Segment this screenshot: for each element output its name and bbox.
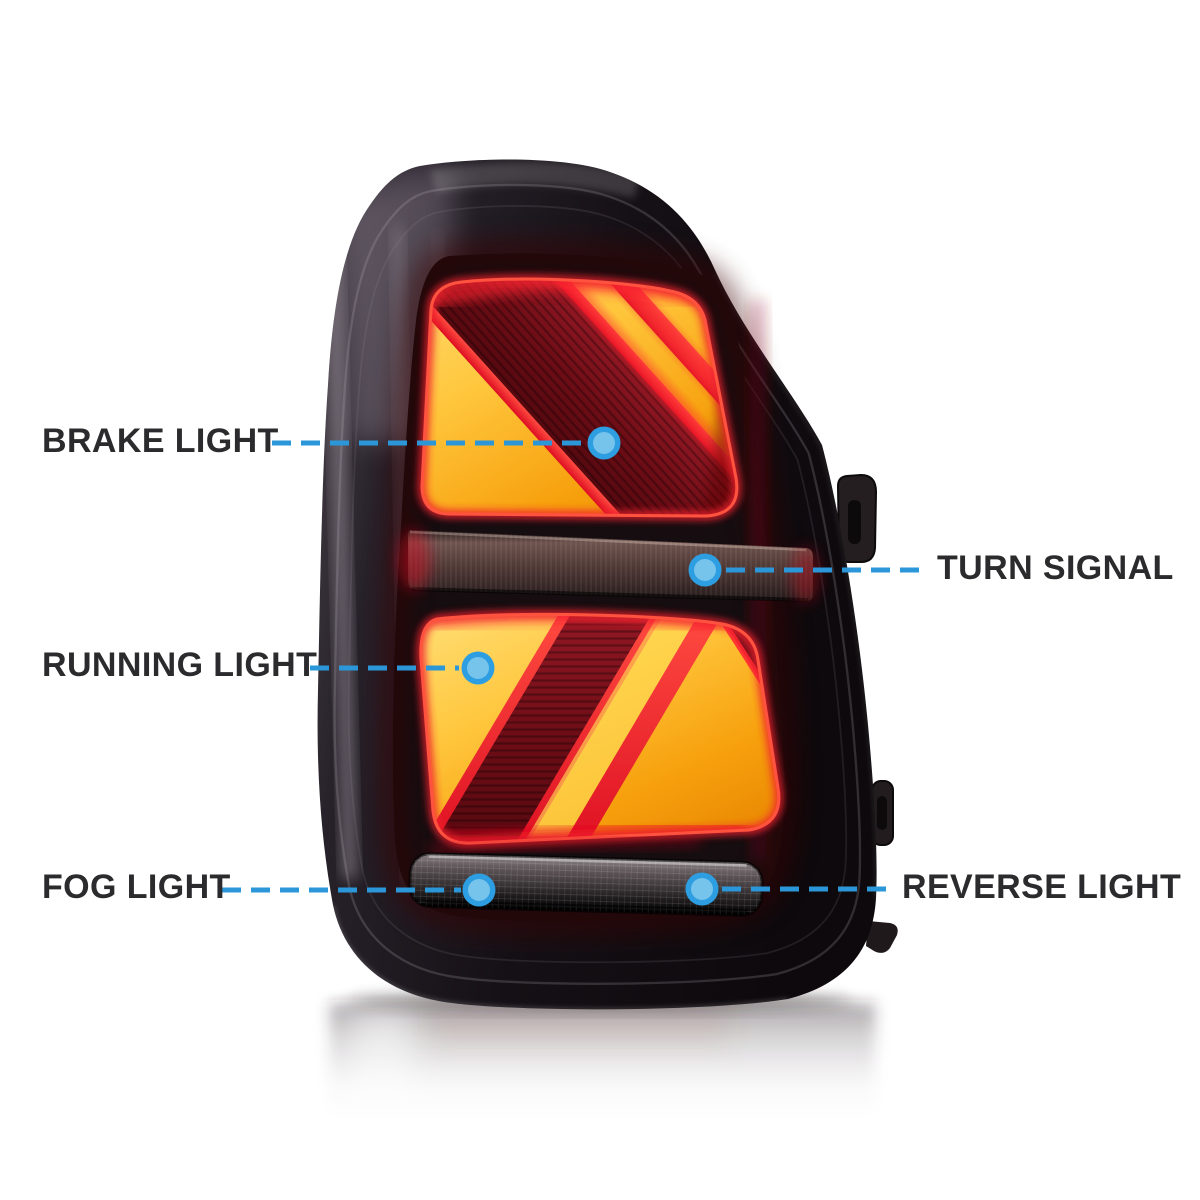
callout-label-fog-light: FOG LIGHT: [42, 867, 231, 906]
callout-dot-running-light: [461, 651, 495, 685]
callout-label-brake-light: BRAKE LIGHT: [42, 421, 279, 460]
callout-dot-brake-light: [587, 426, 621, 460]
callout-label-reverse-light: REVERSE LIGHT: [902, 867, 1182, 906]
callout-dot-fog-light: [462, 873, 496, 907]
callout-label-turn-signal: TURN SIGNAL: [937, 548, 1174, 587]
mounting-tabs: [836, 473, 898, 953]
callout-label-running-light: RUNNING LIGHT: [42, 645, 318, 684]
callout-dots: [461, 426, 722, 907]
brake-light-lens: [417, 275, 741, 521]
callout-dot-turn-signal: [688, 553, 722, 587]
mounting-hook: [866, 921, 898, 953]
callout-dot-reverse-light: [685, 872, 719, 906]
